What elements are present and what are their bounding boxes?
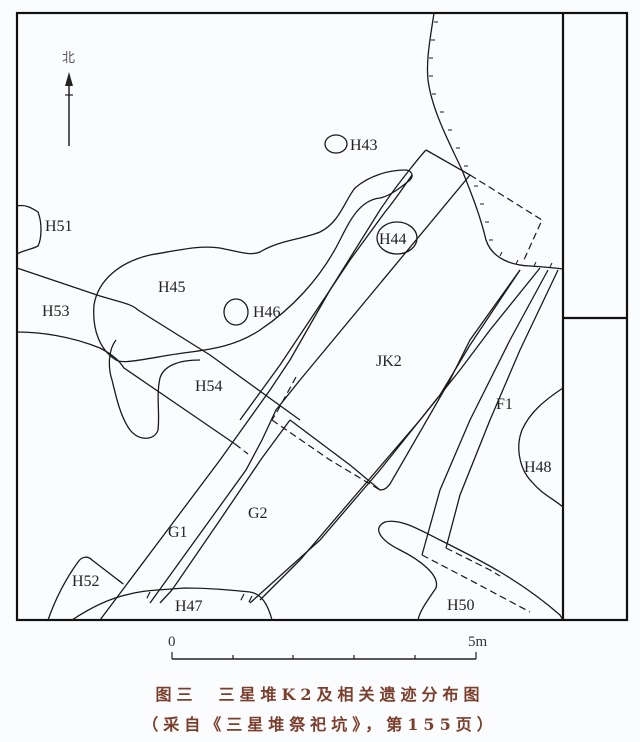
pit-h43-outline: [324, 134, 348, 154]
trench-g1-left-edge: [259, 267, 541, 601]
label-h52: H52: [72, 573, 100, 590]
figure-caption-source: （采自《三星堆祭祀坑》，第155页）: [142, 715, 498, 734]
g2-left-edge: [159, 419, 291, 604]
pit-h50-outline: [378, 520, 564, 621]
trench-g1-right-edge: [249, 269, 521, 604]
pit-h47-outline: [71, 587, 273, 621]
north-arrow-icon: [65, 72, 73, 146]
label-h50: H50: [447, 597, 475, 614]
terrace-edge-line: [426, 12, 564, 270]
h47-dashed-left: [145, 591, 151, 601]
label-f1: F1: [496, 396, 513, 413]
excavation-grid-frame: [15, 11, 629, 622]
pit-h53-upper-edge: [16, 267, 301, 421]
pit-jk2-outline: [149, 149, 471, 604]
pit-h48-outline: [518, 387, 564, 508]
label-h48: H48: [524, 459, 552, 476]
scale-end-label: 5m: [468, 634, 488, 650]
label-h44: H44: [379, 231, 407, 248]
pit-h53-lower-edge: [16, 331, 236, 445]
label-h51: H51: [45, 218, 73, 235]
h52-dashed-end: [117, 579, 127, 587]
pit-h54-outline: [108, 339, 201, 439]
feature-f1-left-edge: [421, 269, 549, 556]
jk2-dashed-left: [271, 376, 297, 421]
jk2-dashed-bottom: [271, 419, 381, 491]
terrace-hatch-marks: [429, 21, 553, 268]
h47-dashed-right: [239, 593, 253, 605]
scale-start-label: 0: [168, 634, 176, 650]
label-jk2: JK2: [376, 353, 402, 370]
label-h54: H54: [195, 378, 223, 395]
label-h45: H45: [158, 279, 186, 296]
h50-dashed-inner: [421, 554, 531, 613]
h50-dashed-inner-2: [445, 547, 501, 577]
jk2-left-inner-edge: [239, 174, 413, 421]
pit-h51-outline: [16, 204, 42, 255]
label-h43: H43: [350, 137, 378, 154]
h53-dashed-end: [234, 443, 249, 455]
pit-h46-outline: [223, 298, 249, 326]
pit-h52-outline: [47, 556, 123, 621]
feature-f1-right-edge: [445, 269, 559, 549]
label-g2: G2: [248, 505, 268, 522]
scale-bar: [171, 652, 477, 660]
label-h53: H53: [42, 303, 70, 320]
label-g1: G1: [168, 524, 188, 541]
jk2-dashed-outline: [469, 174, 543, 263]
figure-caption-title: 图三 三星堆K2及相关遗迹分布图: [155, 685, 485, 704]
north-label: 北: [62, 51, 75, 66]
label-h46: H46: [253, 304, 281, 321]
trench-g2-outline: [289, 269, 521, 491]
label-h47: H47: [175, 598, 203, 615]
jk2-left-edge: [99, 149, 427, 621]
pit-h45-outline: [93, 169, 413, 363]
